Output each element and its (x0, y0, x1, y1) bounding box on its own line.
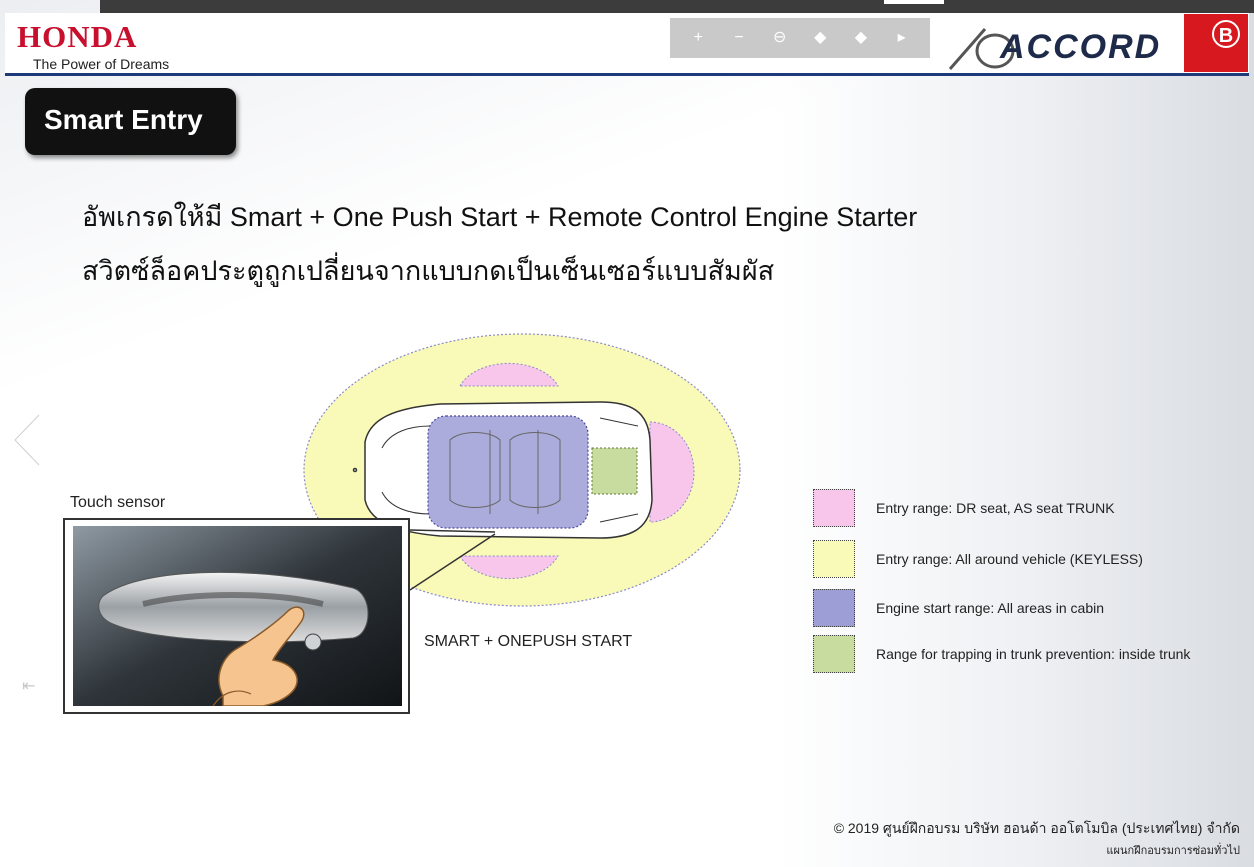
b-badge-letter: B (1212, 20, 1240, 48)
honda-logo: HONDA (17, 19, 138, 54)
cabin-range-zone (427, 415, 589, 529)
copyright-text: © 2019 ศูนย์ฝึกอบรม บริษัท ฮอนด้า ออโตโม… (833, 820, 1240, 836)
b-badge-logo: B (1184, 14, 1248, 72)
pointer-icon[interactable]: ▸ (897, 29, 906, 46)
viewer-toolbar: + − ⊖ ◆ ◆ ▸ (670, 18, 930, 58)
slide-bullet-2: สวิตซ์ล็อคประตูถูกเปลี่ยนจากแบบกดเป็นเซ็… (82, 256, 775, 286)
legend-swatch (813, 540, 855, 578)
legend-swatch (813, 635, 855, 673)
callout-lines (409, 529, 496, 591)
cabin-seats (449, 430, 561, 514)
legend-label: Engine start range: All areas in cabin (876, 600, 1105, 616)
passenger-door-range-zone (459, 555, 559, 580)
slide-header: HONDA The Power of Dreams (5, 13, 1249, 74)
legend-item: Engine start range: All areas in cabin (813, 589, 1253, 629)
smart-entry-range-diagram (303, 333, 741, 607)
generation-mark-icon (948, 28, 1015, 70)
slide-title: Smart Entry (44, 104, 203, 135)
legend-swatch (813, 489, 855, 527)
trunk-range-zone (649, 421, 695, 523)
next-icon[interactable]: ◆ (854, 29, 868, 46)
previous-icon[interactable]: ◆ (814, 29, 827, 46)
zoom-in-icon[interactable]: + (693, 29, 703, 46)
legend-item: Entry range: All around vehicle (KEYLESS… (813, 540, 1253, 580)
zoom-out-icon[interactable]: − (734, 29, 744, 46)
legend-swatch (813, 589, 855, 627)
zoom-reset-icon[interactable]: ⊖ (772, 29, 787, 46)
legend-label: Entry range: DR seat, AS seat TRUNK (876, 500, 1115, 516)
legend-label: Range for trapping in trunk prevention: … (876, 646, 1191, 662)
legend-item: Range for trapping in trunk prevention: … (813, 635, 1253, 675)
legend-label: Entry range: All around vehicle (KEYLESS… (876, 551, 1143, 567)
trunk-inside-zone (591, 447, 638, 495)
header-divider (5, 73, 1249, 76)
driver-door-range-zone (459, 362, 559, 387)
previous-slide-icon[interactable] (10, 410, 46, 470)
door-handle-photo-frame (63, 518, 410, 714)
legend-item: Entry range: DR seat, AS seat TRUNK (813, 489, 1253, 529)
touch-sensor-label: Touch sensor (70, 494, 166, 511)
first-page-icon[interactable]: ⇤ (22, 678, 36, 695)
diagram-caption: SMART + ONEPUSH START (424, 633, 633, 650)
slide-title-box: Smart Entry (25, 88, 236, 155)
department-text: แผนกฝึกอบรมการซ่อมทั่วไป (1106, 844, 1240, 857)
viewer-top-tab[interactable] (884, 0, 944, 4)
accord-logo: ACCORD (1000, 28, 1162, 66)
viewer-top-bar (100, 0, 1254, 13)
door-handle-touch-photo (73, 526, 402, 706)
brand-tagline: The Power of Dreams (33, 56, 170, 72)
slide-bullet-1: อัพเกรดให้มี Smart + One Push Start + Re… (82, 202, 918, 232)
